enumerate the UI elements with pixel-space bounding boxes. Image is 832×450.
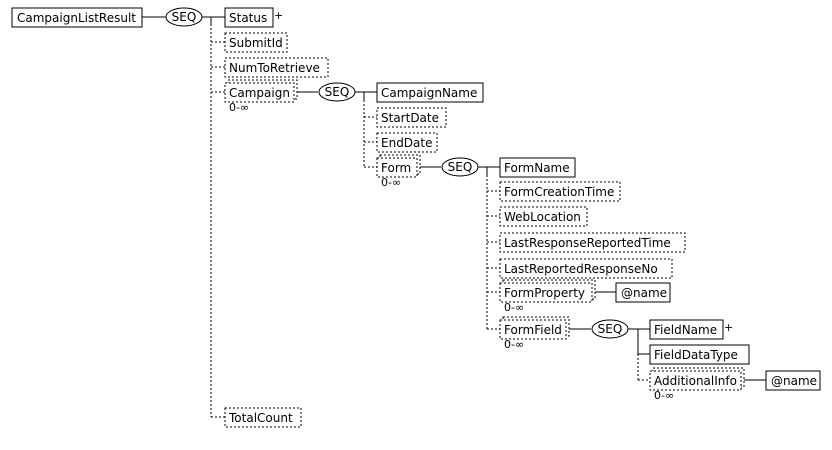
node-label: EndDate: [381, 136, 433, 150]
node-form-name: FormName: [499, 157, 576, 178]
node-label: FormField: [504, 323, 562, 337]
sequence-compositor: SEQ: [165, 7, 203, 27]
node-total-count: TotalCount: [224, 407, 302, 428]
cardinality-label: 0-∞: [504, 301, 524, 314]
connectors: [142, 16, 766, 418]
node-label: LastResponseReportedTime: [504, 236, 671, 250]
seq-label: SEQ: [172, 10, 197, 24]
node-label: CampaignName: [381, 86, 477, 100]
node-form-field: FormField 0-∞: [499, 316, 570, 351]
node-label: CampaignListResult: [17, 11, 136, 25]
node-campaign: Campaign 0-∞: [224, 79, 298, 114]
attribute-name: @name: [615, 282, 671, 303]
node-field-data-type: FieldDataType: [649, 344, 750, 365]
node-label: WebLocation: [504, 210, 581, 224]
occurrence-mark: +: [274, 9, 283, 22]
sequence-compositor: SEQ: [318, 82, 356, 102]
node-label: FieldName: [654, 323, 717, 337]
node-last-reported-response-no: LastReportedResponseNo: [499, 258, 673, 279]
occurrence-mark: +: [724, 321, 733, 334]
node-form-creation-time: FormCreationTime: [499, 181, 621, 202]
cardinality-label: 0-∞: [504, 338, 524, 351]
node-label: FormName: [504, 161, 570, 175]
node-label: Form: [381, 161, 411, 175]
node-end-date: EndDate: [376, 132, 438, 153]
node-campaign-list-result: CampaignListResult: [11, 7, 143, 28]
node-label: TotalCount: [228, 411, 293, 425]
node-label: StartDate: [381, 111, 439, 125]
node-label: NumToRetrieve: [229, 61, 320, 75]
node-label: @name: [771, 374, 817, 388]
node-label: FormProperty: [504, 286, 585, 300]
node-label: AdditionalInfo: [654, 374, 737, 388]
node-campaign-name: CampaignName: [376, 82, 484, 103]
node-label: FieldDataType: [654, 348, 738, 362]
node-start-date: StartDate: [376, 107, 447, 128]
node-additional-info: AdditionalInfo 0-∞: [649, 367, 745, 402]
node-label: SubmitId: [229, 36, 283, 50]
sequence-compositor: SEQ: [441, 157, 479, 177]
node-web-location: WebLocation: [499, 206, 588, 227]
node-submit-id: SubmitId: [224, 32, 288, 53]
node-form-property: FormProperty 0-∞: [499, 279, 596, 314]
node-label: LastReportedResponseNo: [504, 262, 658, 276]
seq-label: SEQ: [325, 85, 350, 99]
sequence-compositor: SEQ: [591, 319, 629, 339]
node-form: Form 0-∞: [376, 154, 421, 189]
node-label: FormCreationTime: [504, 185, 614, 199]
node-label: Campaign: [229, 86, 290, 100]
node-last-response-reported-time: LastResponseReportedTime: [499, 232, 686, 253]
node-status: Status +: [224, 7, 283, 28]
attribute-name: @name: [765, 370, 821, 391]
cardinality-label: 0-∞: [229, 101, 249, 114]
node-label: @name: [621, 286, 667, 300]
cardinality-label: 0-∞: [381, 176, 401, 189]
seq-label: SEQ: [448, 160, 473, 174]
node-num-to-retrieve: NumToRetrieve: [224, 57, 329, 78]
node-label: Status: [229, 11, 267, 25]
node-field-name: FieldName +: [649, 319, 733, 340]
seq-label: SEQ: [598, 322, 623, 336]
cardinality-label: 0-∞: [654, 389, 674, 402]
